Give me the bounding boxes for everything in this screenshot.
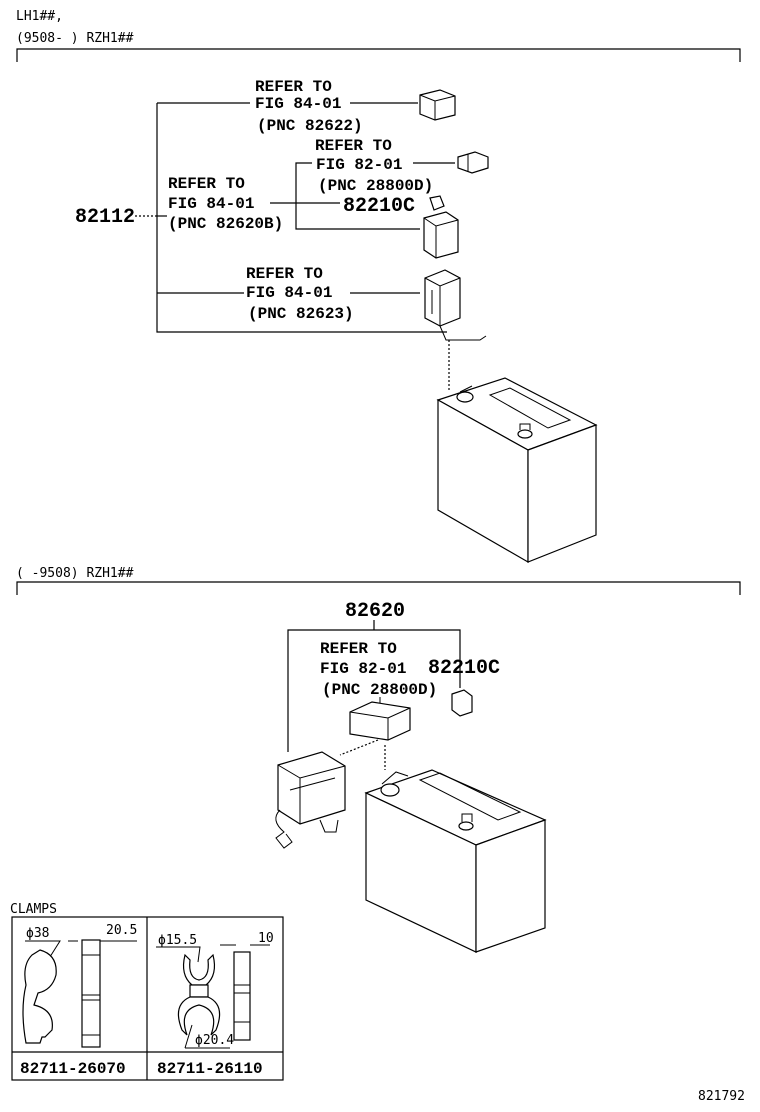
clamp2-width: 10 (258, 931, 274, 946)
fuse-block-82620b-drawing (423, 211, 459, 259)
fuse-82210c-drawing (429, 195, 445, 211)
callout-28800d-l3: (PNC 28800D) (318, 177, 433, 195)
upper-header-line1: LH1##, (16, 9, 63, 24)
callout-lower-l3: (PNC 28800D) (322, 681, 437, 699)
callout-82623-l2: FIG 84-01 (246, 284, 332, 302)
clamp2-drawing (177, 951, 251, 1041)
callout-82620b-l2: FIG 84-01 (168, 195, 254, 213)
fuse-lower-drawing (451, 689, 473, 717)
lower-section-divider (16, 581, 741, 595)
figure-number: 821792 (698, 1089, 745, 1104)
fuse-pnc-82210c-upper: 82210C (343, 195, 415, 218)
clamp2-diameter-2: ϕ20.4 (195, 1033, 234, 1048)
callout-82623-l3: (PNC 82623) (248, 305, 354, 323)
clamps-title: CLAMPS (10, 902, 57, 917)
callout-lower-l2: FIG 82-01 (320, 660, 406, 678)
callout-82622-l2: FIG 84-01 (255, 95, 341, 113)
callout-82620b-l3: (PNC 82620B) (168, 215, 283, 233)
battery-upper-drawing (436, 377, 598, 564)
callout-28800d-l1: REFER TO (315, 137, 392, 155)
fusible-link-82623-drawing (424, 269, 487, 341)
clamp2-diameter: ϕ15.5 (158, 933, 197, 948)
clamp1-diameter: ϕ38 (26, 926, 49, 941)
relay-block-82622-drawing (419, 89, 456, 121)
callout-82622-l3: (PNC 82622) (257, 117, 363, 135)
callout-lower-l1: REFER TO (320, 640, 397, 658)
battery-lower-drawing (364, 769, 547, 953)
clamps-table (11, 916, 284, 1081)
upper-bracket (156, 102, 455, 333)
upper-header-line2: (9508- ) RZH1## (16, 31, 134, 46)
fuse-cover-lower-drawing (349, 701, 411, 741)
clamp2-part-number: 82711-26110 (157, 1060, 263, 1078)
lower-header: ( -9508) RZH1## (16, 566, 134, 581)
lower-bracket (287, 620, 461, 752)
fuse-block-lower-drawing (275, 751, 346, 849)
clamp1-drawing (22, 939, 101, 1048)
upper-section-divider (16, 48, 741, 62)
callout-82622-l1: REFER TO (255, 78, 332, 96)
fuse-pnc-82210c-lower: 82210C (428, 657, 500, 680)
fuse-cover-drawing (457, 151, 489, 174)
assembly-pnc-82620: 82620 (345, 600, 405, 623)
callout-82623-l1: REFER TO (246, 265, 323, 283)
clamp1-part-number: 82711-26070 (20, 1060, 126, 1078)
clamp1-width: 20.5 (106, 923, 137, 938)
assembly-pnc-82112: 82112 (75, 206, 135, 229)
callout-28800d-l2: FIG 82-01 (316, 156, 402, 174)
callout-82620b-l1: REFER TO (168, 175, 245, 193)
